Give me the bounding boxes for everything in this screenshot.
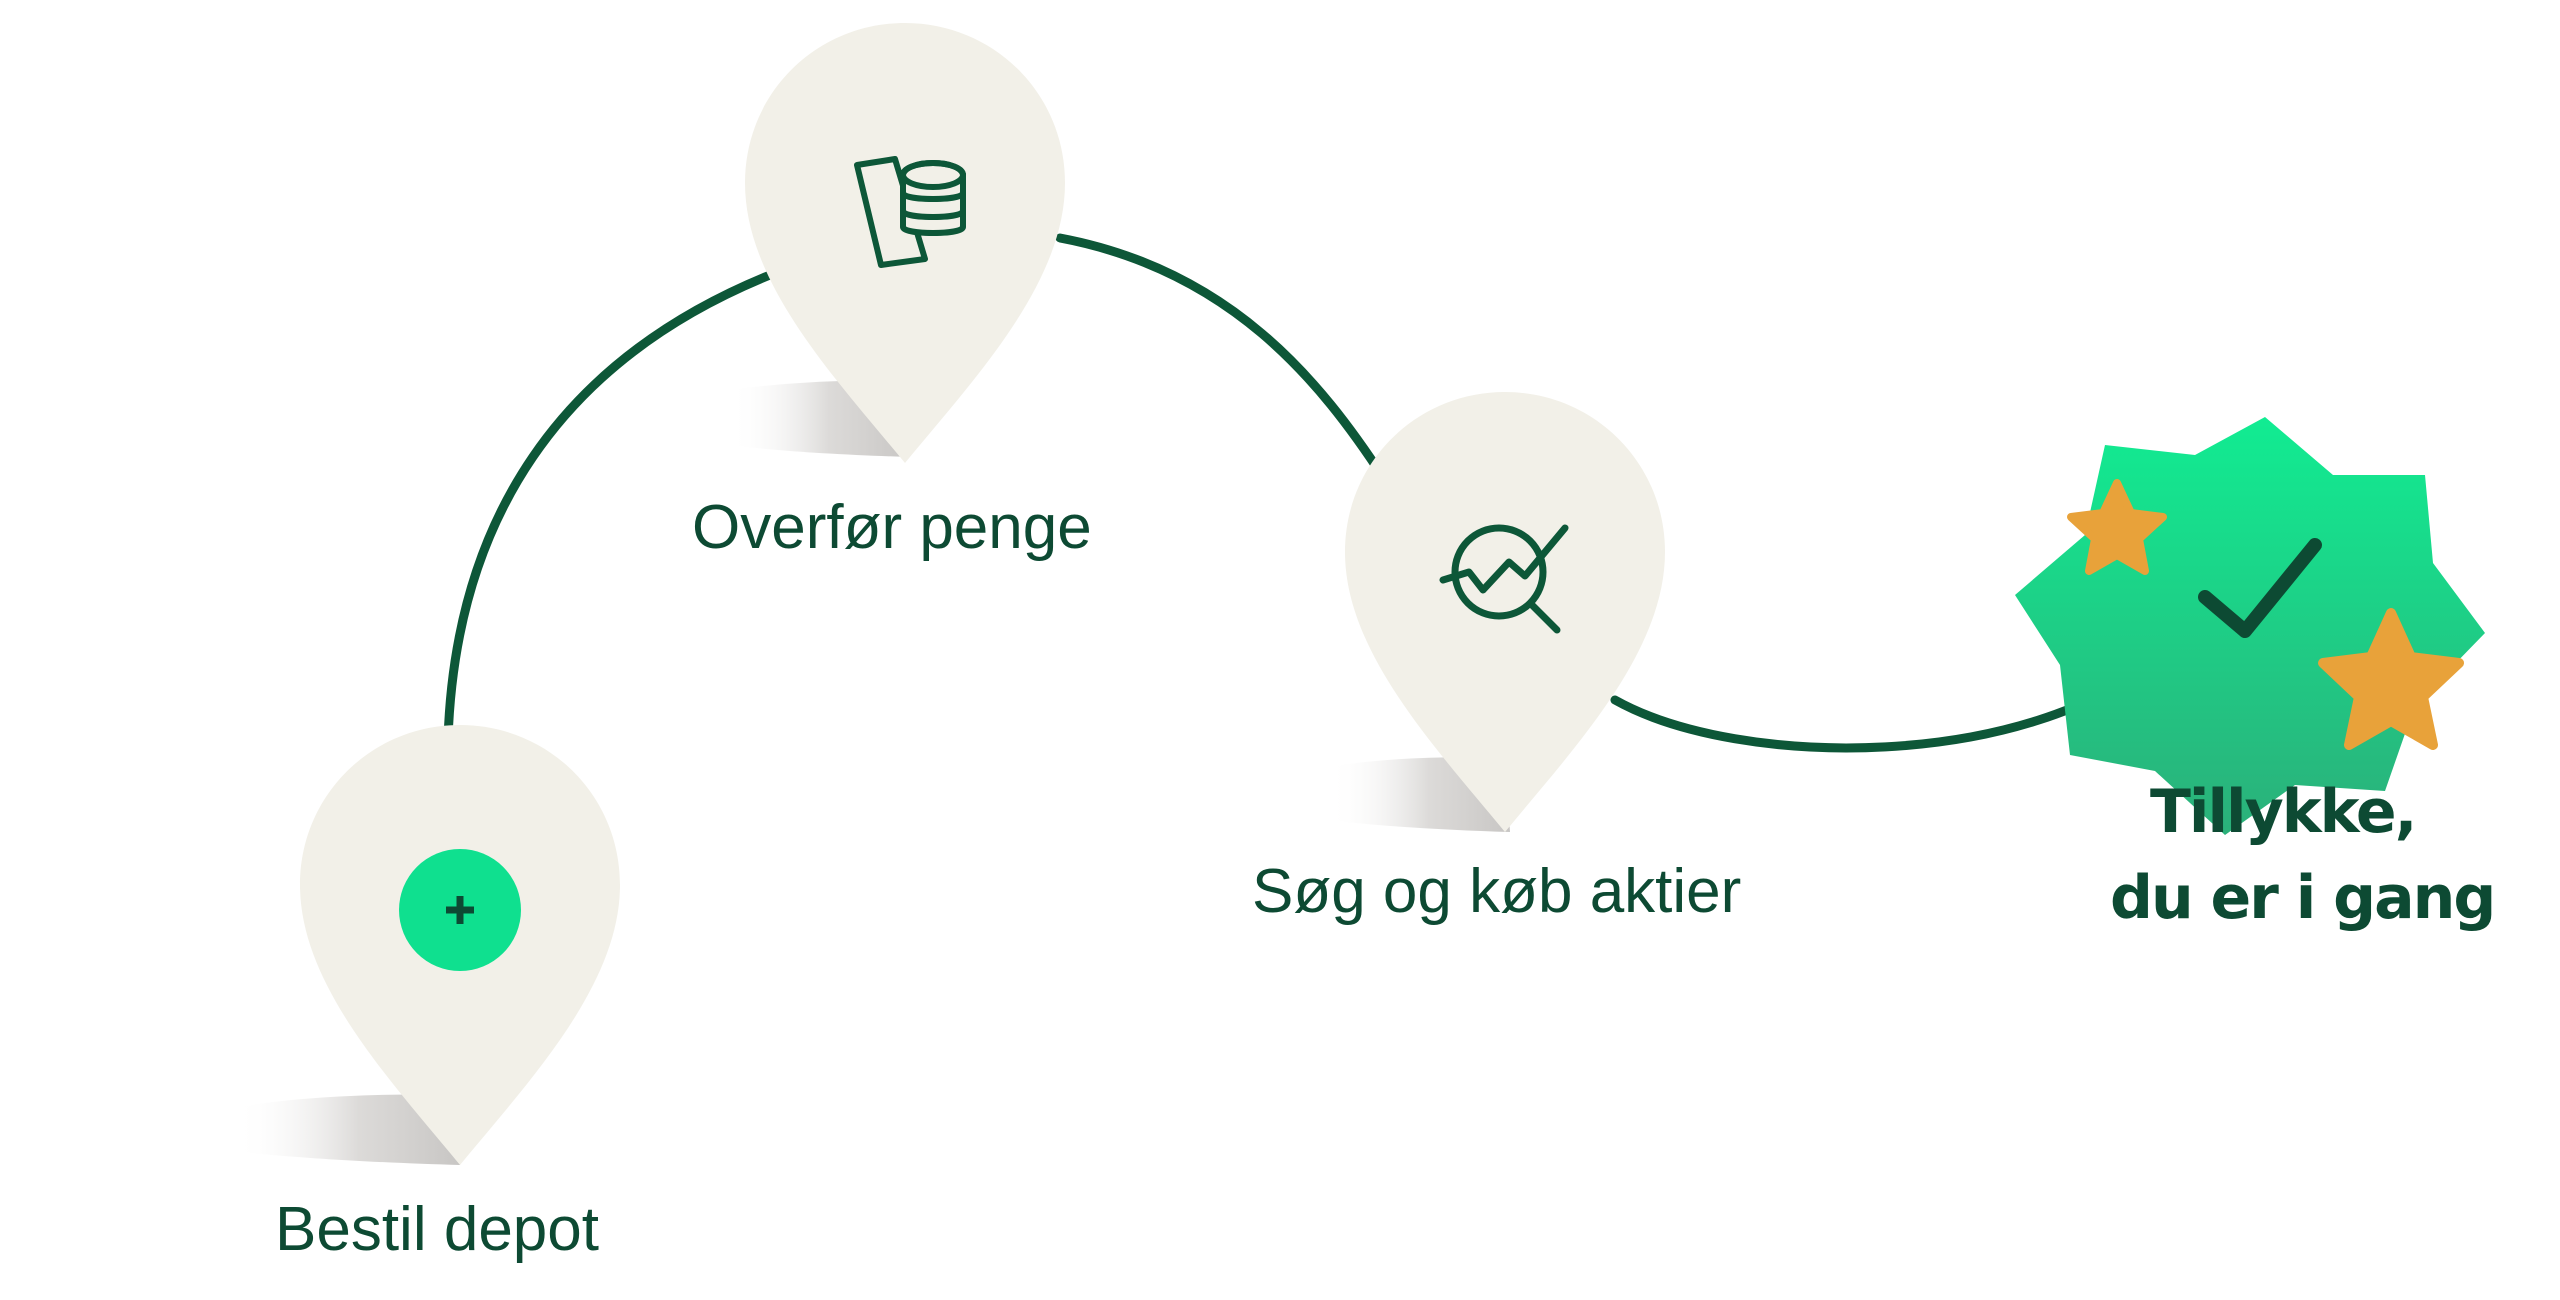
plus-icon [399, 849, 521, 971]
step-label-sog-og-kob-aktier: Søg og køb aktier [1252, 857, 1741, 926]
step-pin-overfor-penge [730, 23, 1065, 463]
step-pin-bestil-depot [235, 725, 620, 1165]
step-pin-sog-og-kob-aktier [1330, 392, 1665, 832]
finish-title-line1: Tillykke, [2150, 777, 2415, 847]
star-icon [2067, 479, 2167, 575]
star-icon [2318, 608, 2464, 750]
step-label-overfor-penge: Overfør penge [692, 493, 1092, 562]
pin-shadow [235, 1094, 460, 1165]
stock-search-icon [1439, 524, 1569, 634]
finish-title-line2: du er i gang [2110, 863, 2494, 933]
step-label-bestil-depot: Bestil depot [275, 1195, 599, 1264]
checkmark-icon [2198, 538, 2322, 638]
finish-badge [2015, 417, 2485, 835]
phone-coins-icon [854, 156, 966, 268]
